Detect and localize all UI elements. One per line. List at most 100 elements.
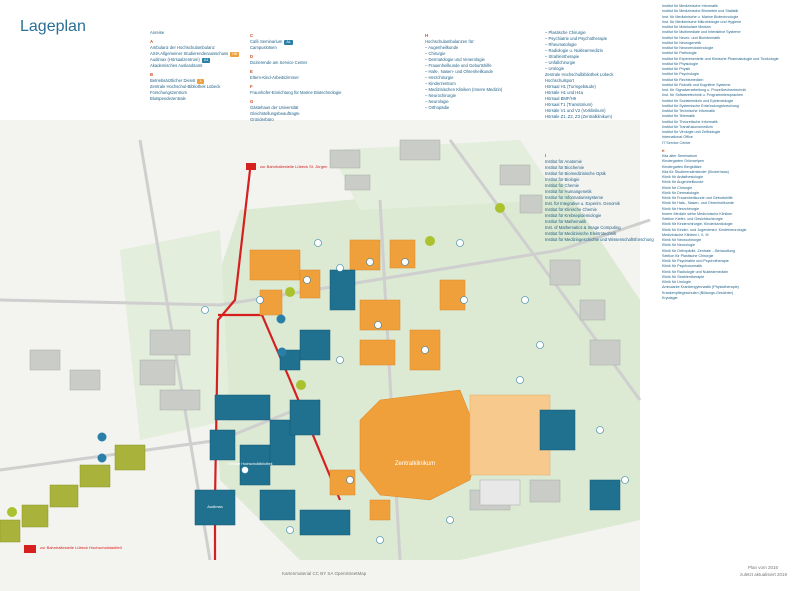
- legend-item-label: Hörsaal BMF/H9: [545, 96, 576, 101]
- legend-item: Institut für Virologie und Zellbiologie: [662, 130, 797, 135]
- legend-item-label: Gründerbüro: [250, 117, 274, 122]
- legend-column-4: – Plastische Chirurgie– Psychiatrie und …: [545, 30, 650, 120]
- legend-item: Kindergarten Grünwelpen: [662, 159, 797, 164]
- legend-item: Institut für Biologie: [545, 177, 655, 183]
- plan-date: Plan vom 2016: [748, 565, 779, 570]
- label-zentralklinikum: Zentralklinikum: [395, 461, 435, 467]
- legend-item-label: Institut für Informationssysteme: [545, 195, 604, 200]
- legend-item: Klinik für Radiologie und Nuklearmedizin: [662, 270, 797, 275]
- legend-section-head: G: [250, 99, 254, 104]
- legend-item: Klinik für Psychiatrie und Psychotherapi…: [662, 259, 797, 264]
- legend-section-head: B: [150, 72, 154, 77]
- legend-item: Klinik für Dermatologie: [662, 191, 797, 196]
- legend-item: Institut für Biochemie: [545, 165, 655, 171]
- legend-item-label: Klinik für Orthopädie, Zentrale ...Behan…: [662, 248, 735, 253]
- legend-item-label: – Neurochirurgie: [425, 93, 456, 98]
- legend-item: Kita alter Seminarium: [662, 154, 797, 159]
- legend-item-label: – Radiologie u. Nuklearmedizin: [545, 48, 603, 53]
- legend-item-label: – Medizinischen Kliniken (Innere Medizin…: [425, 87, 503, 92]
- legend-item: Klinik für Neurologie: [662, 243, 797, 248]
- legend-item-label: Institut für Sozialmedizin und Epidemiol…: [662, 98, 734, 103]
- legend-item: – Frauenheilkunde und Geburtshilfe: [425, 63, 535, 69]
- building-teal-12: [589, 479, 621, 511]
- legend-item: Institut für Neuro- und Bioinformatik: [662, 36, 797, 41]
- haus-markers: [201, 239, 629, 544]
- legend-item-label: – Urologie: [545, 66, 565, 71]
- building-orange-large: [469, 394, 551, 476]
- legend-section-head: E: [250, 69, 253, 74]
- page-title: Lageplan: [20, 18, 86, 35]
- green-area-north: [330, 140, 560, 210]
- plan-update: zuletzt aktualisiert 2019: [740, 572, 788, 577]
- legend-item-label: Inst. für Medizinische Mikrobiologie und…: [662, 19, 742, 24]
- legend-item-label: Betriebsärztlicher Dienst: [150, 78, 196, 83]
- legend-item-label: – Psychiatrie und Psychotherapie: [545, 36, 608, 41]
- legend-item-label: – Kinderzentrum: [425, 81, 456, 86]
- legend-item-label: Hörsäle H1 und H4a: [545, 90, 583, 95]
- legend-item-label: – Frauenheilkunde und Geburtshilfe: [425, 63, 492, 68]
- legend-item-label: Institut für Neurogenetik: [662, 40, 702, 45]
- map-credit: Kartenmaterial CC BY SA OpenStreetMap: [282, 571, 367, 576]
- building-orange-2: [259, 289, 283, 316]
- legend-item: – Unfallchirurgie: [545, 60, 650, 66]
- legend-section-head: I: [545, 153, 547, 158]
- legend-item-label: – Plastische Chirurgie: [545, 30, 586, 35]
- legend-item-label: Institut für Krebsepidemiologie: [545, 213, 602, 218]
- legend-item-label: Klinik für Kinderchirurgie, Kinderkardio…: [662, 222, 733, 227]
- road-1: [0, 218, 651, 307]
- legend-item-label: Institut für Rechtsmedizin: [662, 77, 704, 82]
- legend-item-label: IT Service Center: [662, 140, 691, 145]
- building-wp-4: [21, 504, 49, 528]
- legend-item: Sektion für Plastische Chirurgie: [662, 254, 797, 259]
- legend-section-head: D: [250, 54, 254, 59]
- legend-item: Institut für Neurogenetik: [662, 41, 797, 46]
- legend-item-label: Gleichstellungsbeauftragte: [250, 111, 300, 116]
- legend-item-label: – Rheumatologie: [545, 42, 577, 47]
- building-teal-1: [329, 269, 356, 311]
- legend-item-label: Institut für Anatomie: [545, 159, 583, 164]
- legend-item-label: Ambulanz der Hochschulambulanz: [150, 45, 215, 50]
- legend-item-label: Sektion Kiefer- und Gesichtschirurgie: [662, 217, 723, 221]
- legend-section-head: C: [250, 33, 254, 38]
- legend-item: Klinik für Orthopädie, Zentrale ...Behan…: [662, 249, 797, 254]
- legend-item: Institut für Telematik: [662, 114, 797, 119]
- legend-item: Klinik für Hals-, Nasen- und Ohrenheilku…: [662, 201, 797, 206]
- legend-item-label: Institut für Biologie: [545, 177, 580, 182]
- legend-item-label: Institut für Humangenetik: [545, 189, 592, 194]
- legend-item-label: Klinik für Radiologie und Nuklearmedizin: [662, 269, 729, 274]
- legend-item-label: Institut für Experimentelle und Klinisch…: [662, 56, 779, 61]
- legend-item: – Medizinischen Kliniken (Innere Medizin…: [425, 87, 535, 93]
- legend-item: Hörsaal H1 (Turmgebäude): [545, 84, 650, 90]
- legend-item: Klinik für Psychosomatik: [662, 264, 797, 269]
- parking-markers: [97, 314, 287, 463]
- building-teal-6: [239, 444, 271, 486]
- helipad-markers: [7, 203, 505, 517]
- legend-item: Audimax (Hörsaalzentrum)A1: [150, 57, 245, 63]
- legend-item: – Dermatologie und Venerologie: [425, 57, 535, 63]
- legend-item: Klinik für Augenheilkunde: [662, 180, 797, 185]
- legend-item: Institut für Pathologie: [662, 51, 797, 56]
- legend-item: Ambulante Krankengymnastik (Physiotherap…: [662, 285, 797, 290]
- legend-item: Institut für Neuroendokrinologie: [662, 46, 797, 51]
- legend-item-label: Klinik für Neurologie: [662, 243, 695, 248]
- legend-item: Institut für Medizinische Biometrie und …: [662, 9, 797, 14]
- legend-item: Kindergarten Bergklätze: [662, 165, 797, 170]
- legend-item-label: Kryolager: [662, 295, 678, 300]
- legend-item: – Strahlentherapie: [545, 54, 650, 60]
- legend-item: Klinik für Herzchirurgie: [662, 207, 797, 212]
- legend-item-label: Institut für Transfusionsmedizin: [662, 124, 713, 129]
- legend-item-label: – Chirurgie: [425, 51, 446, 56]
- legend-item-label: Kita alter Seminarium: [662, 154, 698, 158]
- legend-item-tag: A1: [201, 58, 211, 63]
- legend-item-label: Klinik für Herzchirurgie: [662, 206, 700, 211]
- legend-item: – Herzchirurgie: [425, 75, 535, 81]
- legend-item-label: Institut für Systemische Entzündungsfors…: [662, 103, 739, 108]
- legend-item: Eltern-Kind-Arbeitszimmer: [250, 75, 365, 81]
- legend-item: Akademisches Auslandsamt: [150, 63, 245, 69]
- legend-item: Institut für Theoretische Informatik: [662, 120, 797, 125]
